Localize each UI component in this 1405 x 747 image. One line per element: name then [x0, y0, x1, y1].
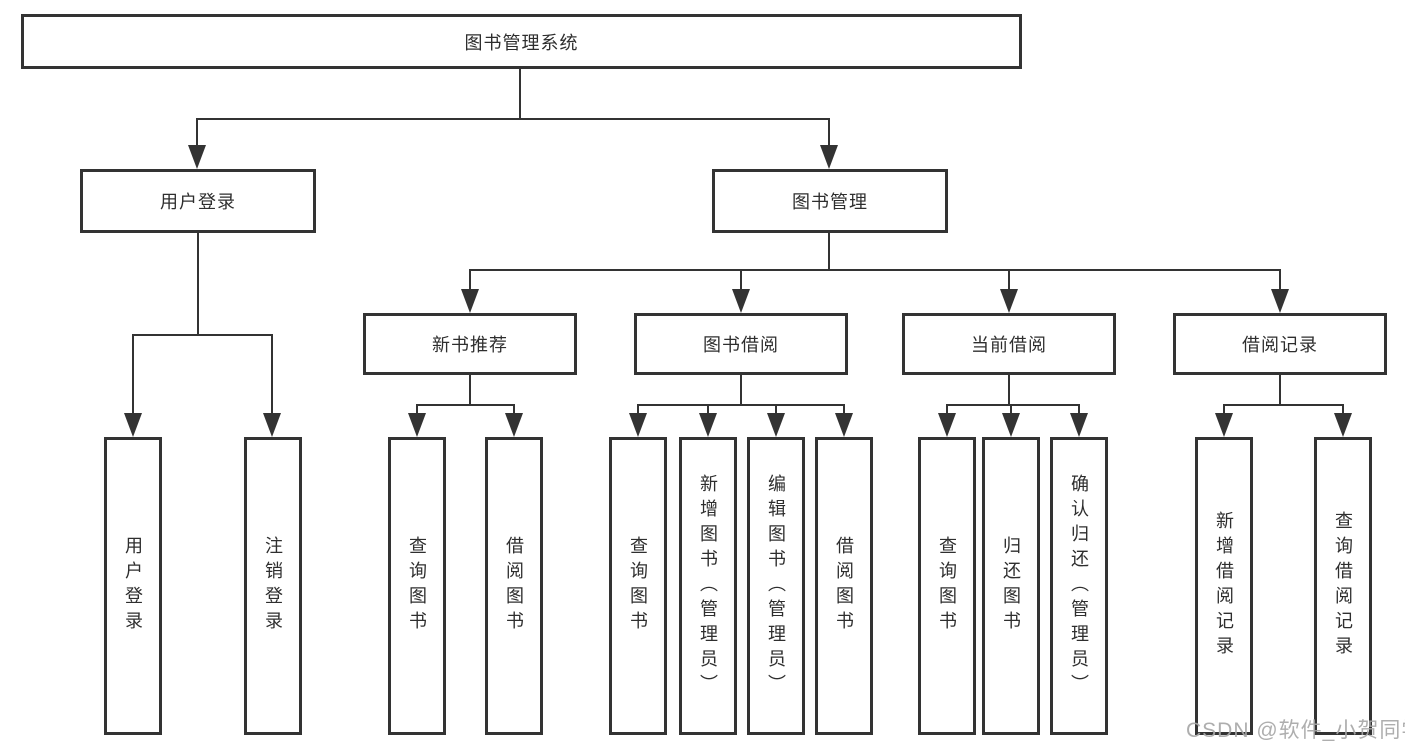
arrow-head	[461, 289, 479, 313]
leaf-query-book-rec: 查询图书	[388, 437, 446, 735]
connector-book-borrow-stem	[740, 375, 742, 406]
leaf-add-borrow-record-label: 新增借阅记录	[1214, 511, 1234, 661]
leaf-add-book-admin: 新增图书（管理员）	[679, 437, 737, 735]
connector-book-mgmt-branch	[469, 269, 1281, 271]
leaf-add-book-admin-label: 新增图书（管理员）	[698, 473, 718, 699]
leaf-borrow-book-rec-label: 借阅图书	[504, 536, 524, 636]
node-borrow-records-label: 借阅记录	[1242, 335, 1318, 355]
arrow-head	[835, 413, 853, 437]
node-root-label: 图书管理系统	[464, 32, 579, 53]
csdn-watermark: CSDN @软件_小贺同学	[1186, 719, 1405, 742]
leaf-borrow-book-borrow-label: 借阅图书	[834, 536, 854, 636]
leaf-borrow-book-rec: 借阅图书	[485, 437, 543, 735]
connector-to-borrow-records	[1279, 269, 1281, 291]
leaf-query-book-current-label: 查询图书	[937, 536, 957, 636]
connector-leaf	[1010, 404, 1012, 416]
connector-borrow-records-stem	[1279, 375, 1281, 406]
connector-to-leaf-logout	[271, 334, 273, 416]
connector-current-borrow-stem	[1008, 375, 1010, 406]
leaf-logout-label: 注销登录	[263, 536, 283, 636]
connector-root-branch	[196, 118, 830, 120]
node-book-mgmt: 图书管理	[712, 169, 948, 233]
arrow-head	[1271, 289, 1289, 313]
leaf-logout: 注销登录	[244, 437, 302, 735]
arrow-head	[1334, 413, 1352, 437]
connector-book-mgmt-stem	[828, 233, 830, 271]
arrow-head	[1070, 413, 1088, 437]
connector-leaf	[1078, 404, 1080, 416]
connector-root-stem	[519, 68, 521, 119]
connector-to-user-login	[196, 118, 198, 148]
connector-leaf	[513, 404, 515, 416]
node-new-book-rec-label: 新书推荐	[432, 335, 508, 355]
connector-leaf	[946, 404, 948, 416]
connector-leaf	[843, 404, 845, 416]
node-current-borrow: 当前借阅	[902, 313, 1116, 375]
arrow-head	[1002, 413, 1020, 437]
connector-leaf	[637, 404, 639, 416]
leaf-borrow-book-borrow: 借阅图书	[815, 437, 873, 735]
leaf-user-login: 用户登录	[104, 437, 162, 735]
connector-leaf	[775, 404, 777, 416]
connector-to-new-book-rec	[469, 269, 471, 291]
arrow-head	[699, 413, 717, 437]
arrow-head	[1215, 413, 1233, 437]
node-book-borrow-label: 图书借阅	[703, 335, 779, 355]
leaf-query-book-current: 查询图书	[918, 437, 976, 735]
arrow-head	[263, 413, 281, 437]
arrow-head	[767, 413, 785, 437]
connector-user-login-stem	[197, 233, 199, 336]
node-book-borrow: 图书借阅	[634, 313, 848, 375]
arrow-head	[505, 413, 523, 437]
connector-leaf	[1342, 404, 1344, 416]
connector-leaf	[1223, 404, 1225, 416]
connector-leaf	[707, 404, 709, 416]
arrow-head	[820, 145, 838, 169]
connector-leaf	[416, 404, 418, 416]
node-borrow-records: 借阅记录	[1173, 313, 1387, 375]
node-root: 图书管理系统	[21, 14, 1022, 69]
connector-to-book-mgmt	[828, 118, 830, 148]
leaf-add-borrow-record: 新增借阅记录	[1195, 437, 1253, 735]
leaf-confirm-return-admin-label: 确认归还（管理员）	[1069, 473, 1089, 699]
leaf-query-book-rec-label: 查询图书	[407, 536, 427, 636]
leaf-return-book-label: 归还图书	[1001, 536, 1021, 636]
leaf-user-login-label: 用户登录	[123, 536, 143, 636]
connector-new-book-rec-branch	[416, 404, 515, 406]
arrow-head	[938, 413, 956, 437]
arrow-head	[124, 413, 142, 437]
connector-new-book-rec-stem	[469, 375, 471, 406]
node-user-login: 用户登录	[80, 169, 316, 233]
leaf-return-book: 归还图书	[982, 437, 1040, 735]
node-book-mgmt-label: 图书管理	[792, 192, 868, 212]
leaf-query-borrow-record: 查询借阅记录	[1314, 437, 1372, 735]
node-current-borrow-label: 当前借阅	[971, 335, 1047, 355]
connector-user-login-branch	[132, 334, 273, 336]
arrow-head	[629, 413, 647, 437]
node-user-login-label: 用户登录	[160, 192, 236, 212]
leaf-edit-book-admin-label: 编辑图书（管理员）	[766, 473, 786, 699]
connector-to-book-borrow	[740, 269, 742, 291]
arrow-head	[408, 413, 426, 437]
leaf-query-book-borrow-label: 查询图书	[628, 536, 648, 636]
connector-book-borrow-branch	[637, 404, 845, 406]
leaf-query-borrow-record-label: 查询借阅记录	[1333, 511, 1353, 661]
connector-to-leaf-user-login	[132, 334, 134, 416]
arrow-head	[732, 289, 750, 313]
node-new-book-rec: 新书推荐	[363, 313, 577, 375]
arrow-head	[188, 145, 206, 169]
leaf-edit-book-admin: 编辑图书（管理员）	[747, 437, 805, 735]
connector-current-borrow-branch	[946, 404, 1080, 406]
connector-borrow-records-branch	[1223, 404, 1344, 406]
arrow-head	[1000, 289, 1018, 313]
leaf-confirm-return-admin: 确认归还（管理员）	[1050, 437, 1108, 735]
connector-to-current-borrow	[1008, 269, 1010, 291]
leaf-query-book-borrow: 查询图书	[609, 437, 667, 735]
